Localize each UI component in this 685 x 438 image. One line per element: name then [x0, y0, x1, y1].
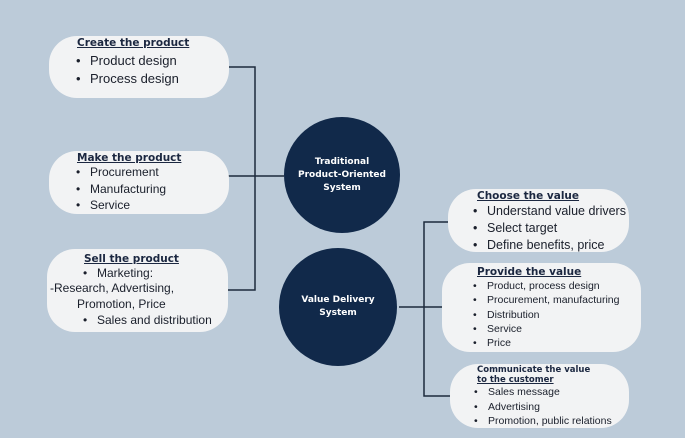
provide-value-title: Provide the value — [477, 266, 582, 278]
list-item: Price — [473, 336, 619, 351]
choose-value-title: Choose the value — [477, 190, 580, 202]
value-delivery-label: Value Delivery System — [301, 295, 375, 318]
list-item: Product design — [76, 52, 179, 70]
list-item: Advertising — [474, 400, 612, 415]
communicate-value-box: Communicate the value to the customer Sa… — [450, 364, 629, 428]
traditional-system-label: Traditional Product-Oriented System — [298, 156, 386, 193]
traditional-system-circle: Traditional Product-Oriented System — [284, 117, 400, 233]
sell-product-box: Sell the product Marketing: -Research, A… — [47, 249, 228, 332]
create-product-box: Create the product Product design Proces… — [49, 36, 229, 98]
list-item-sales: Sales and distribution — [83, 313, 212, 328]
list-item: Select target — [473, 220, 626, 237]
list-item: Define benefits, price — [473, 237, 626, 254]
provide-value-box: Provide the value Product, process desig… — [442, 263, 641, 352]
list-item: Service — [473, 322, 619, 337]
make-product-title: Make the product — [77, 152, 182, 164]
value-delivery-circle: Value Delivery System — [279, 248, 397, 366]
list-item: Distribution — [473, 308, 619, 323]
marketing-detail-line1: -Research, Advertising, — [50, 281, 175, 295]
list-item: Process design — [76, 70, 179, 88]
list-item: Sales message — [474, 385, 612, 400]
create-product-title: Create the product — [77, 37, 190, 49]
list-item: Understand value drivers — [473, 203, 626, 220]
list-item: Service — [76, 197, 166, 214]
list-item-marketing: Marketing: — [83, 266, 153, 281]
choose-value-box: Choose the value Understand value driver… — [448, 189, 629, 254]
list-item: Procurement — [76, 164, 166, 181]
marketing-detail-line2: Promotion, Price — [77, 297, 166, 311]
communicate-value-title-line1: Communicate the value — [477, 365, 591, 375]
list-item: Product, process design — [473, 279, 619, 294]
list-item: Manufacturing — [76, 181, 166, 198]
communicate-value-title-line2: to the customer — [477, 374, 554, 385]
list-item: Procurement, manufacturing — [473, 293, 620, 308]
make-product-box: Make the product Procurement Manufacturi… — [49, 151, 229, 214]
sell-product-title: Sell the product — [84, 253, 179, 265]
list-item: Promotion, public relations — [474, 414, 612, 429]
